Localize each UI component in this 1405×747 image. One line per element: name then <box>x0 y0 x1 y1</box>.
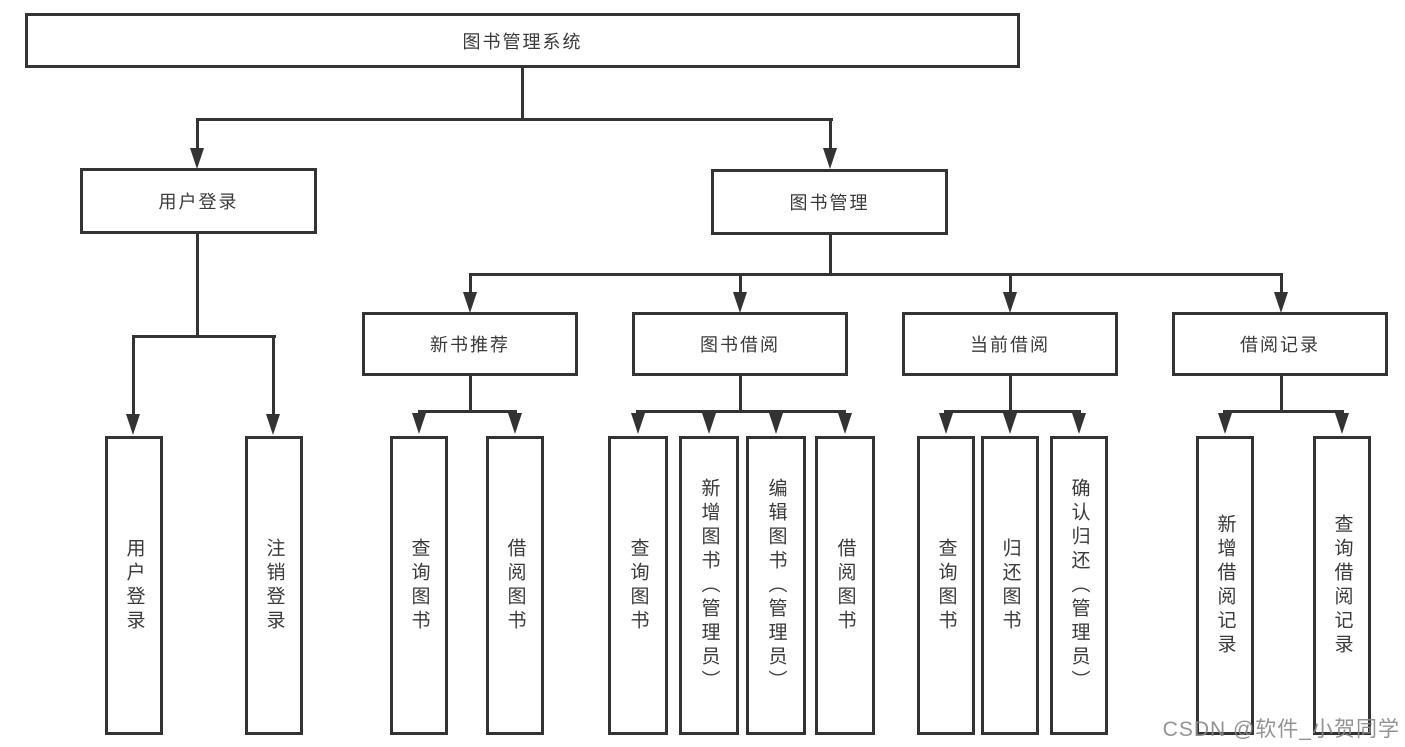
connector-borrow-records-rail <box>1223 410 1344 413</box>
arrowhead-icon <box>823 148 837 169</box>
connector-user-login-down <box>196 233 199 337</box>
arrowhead-icon <box>838 413 852 434</box>
connector-stub-book-management <box>829 118 832 151</box>
leaf-query-books-current: 查询图书 <box>917 436 975 735</box>
leaf-add-book-admin: 新增图书（管理员） <box>679 436 739 735</box>
leaf-add-borrow-record: 新增借阅记录 <box>1196 436 1254 735</box>
leaf-query-books-borrow: 查询图书 <box>608 436 668 735</box>
node-user-login: 用户登录 <box>80 168 317 234</box>
connector-user-login-rail <box>132 335 276 338</box>
arrowhead-icon <box>1335 413 1349 434</box>
leaf-confirm-return-admin: 确认归还（管理员） <box>1050 436 1108 735</box>
arrowhead-icon <box>412 413 426 434</box>
connector-stub-new-book <box>469 273 472 295</box>
node-book-management: 图书管理 <box>711 169 948 235</box>
arrowhead-icon <box>1003 292 1017 313</box>
connector-stub-user-login <box>196 118 199 151</box>
connector-stub-borrow-records <box>1280 273 1283 295</box>
connector-stub-leaf-logout <box>272 335 275 416</box>
node-new-book-recommend: 新书推荐 <box>362 312 578 376</box>
leaf-edit-book-admin: 编辑图书（管理员） <box>746 436 806 735</box>
leaf-borrow-books: 借阅图书 <box>815 436 875 735</box>
node-borrow-records: 借阅记录 <box>1172 312 1388 376</box>
arrowhead-icon <box>631 413 645 434</box>
connector-stub-leaf-user-login <box>132 335 135 416</box>
connector-book-borrow-down <box>739 376 742 413</box>
connector-current-borrow-down <box>1009 376 1012 413</box>
arrowhead-icon <box>190 148 204 169</box>
node-book-borrow: 图书借阅 <box>632 312 848 376</box>
connector-borrow-records-down <box>1280 376 1283 413</box>
arrowhead-icon <box>1003 413 1017 434</box>
connector-root-down <box>521 68 524 121</box>
arrowhead-icon <box>702 413 716 434</box>
connector-book-management-down <box>829 235 832 276</box>
connector-level3-rail <box>469 273 1282 276</box>
arrowhead-icon <box>1218 413 1232 434</box>
connector-level1-rail <box>196 118 833 121</box>
leaf-borrow-books-recommend: 借阅图书 <box>486 436 544 735</box>
arrowhead-icon <box>769 413 783 434</box>
connector-new-book-down <box>469 376 472 413</box>
leaf-return-book: 归还图书 <box>981 436 1039 735</box>
arrowhead-icon <box>939 413 953 434</box>
watermark: CSDN @软件_小贺同学 <box>1162 718 1400 741</box>
arrowhead-icon <box>508 413 522 434</box>
arrowhead-icon <box>1072 413 1086 434</box>
arrowhead-icon <box>266 414 280 435</box>
leaf-query-borrow-record: 查询借阅记录 <box>1313 436 1371 735</box>
arrowhead-icon <box>1274 292 1288 313</box>
arrowhead-icon <box>733 292 747 313</box>
node-current-borrow: 当前借阅 <box>902 312 1118 376</box>
connector-new-book-rail <box>418 410 517 413</box>
leaf-query-books-recommend: 查询图书 <box>390 436 448 735</box>
leaf-logout: 注销登录 <box>245 436 303 735</box>
arrowhead-icon <box>463 292 477 313</box>
connector-stub-book-borrow <box>739 273 742 295</box>
connector-stub-current-borrow <box>1009 273 1012 295</box>
leaf-user-login: 用户登录 <box>105 436 163 735</box>
arrowhead-icon <box>126 414 140 435</box>
node-root: 图书管理系统 <box>25 13 1020 68</box>
connector-book-borrow-rail <box>636 410 846 413</box>
connector-current-borrow-rail <box>944 410 1081 413</box>
